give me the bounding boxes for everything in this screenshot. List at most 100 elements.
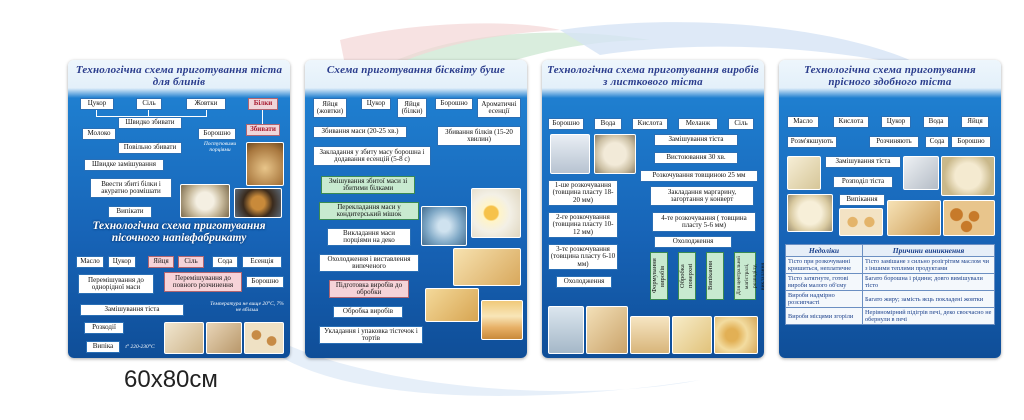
poster-pancake-batter: Технологічна схема приготування тіста дл… (68, 60, 290, 358)
step-fold: Закладання у збиту масу борошна і додава… (313, 146, 431, 166)
photo-squares (672, 316, 712, 354)
step-bake: Випікання (839, 194, 885, 206)
photo-sponge-pieces (425, 288, 479, 322)
poster1-title2: Технологічна схема приготування пісочног… (92, 220, 266, 244)
ingredient-acid: Кислота (632, 118, 668, 130)
photo-mixer-bowl (903, 156, 939, 190)
ingredient2-soda: Сода (212, 256, 238, 268)
ingredient2-eggs: Яйця (148, 256, 174, 268)
ingredient-butter: Масло (787, 116, 819, 128)
step-deposit: Викладання маси порціями на деко (327, 228, 411, 246)
step-rest: Вистоювання 30 хв. (654, 152, 738, 164)
step-forming: Формування виробів (650, 252, 668, 300)
photo-pancakes (246, 142, 284, 186)
table-cell: Вироби місцями згоріли (785, 307, 863, 325)
size-label: 60x80см (124, 366, 218, 393)
poster2-title: Схема приготування бісквіту буше (326, 64, 506, 76)
step-fast-mix: Швидке замішування (84, 159, 164, 171)
step-mix-whites: Змішування збитої маси зі збитими білкам… (321, 176, 415, 194)
step-mix-uniform: Перемішування до однорідної маси (78, 274, 154, 294)
photo-butter (787, 156, 821, 190)
step-roll25: Розкочування товщиною 25 мм (640, 170, 758, 182)
table-row: Тісто при розкочуванні кришиться, неплат… (785, 256, 995, 274)
note-temperature: Температура не вище 20°С, 7% не вбільш (210, 301, 284, 313)
photo-rolling (586, 306, 628, 354)
ingredient-yolks: Яйця (жовтки) (313, 98, 347, 118)
ingredient-whites: Яйця (білки) (397, 98, 427, 118)
table-cell: Тісто при розкочуванні кришиться, неплат… (785, 256, 863, 274)
ingredient-flour: Борошно (548, 118, 584, 130)
photo-dough-rolling (206, 322, 242, 354)
step-cooling2: Охолодження (556, 276, 612, 288)
step-soften: Розм'якшують (787, 136, 837, 148)
photo-shaping (887, 200, 941, 236)
step-pastry-bag: Перекладання маси у кондитерський мішок (319, 202, 419, 220)
step-beat-slow: Повільно збивати (118, 142, 182, 154)
step-roll2: 2-ге розкочування (товщина пласту 10-12 … (548, 212, 618, 238)
photo-dough-ball (787, 194, 833, 232)
table-header-causes: Причини виникнення (862, 244, 995, 257)
photo-sheet (548, 306, 584, 354)
table-row: Вироби надмірно розсипчасті Багато жиру;… (785, 290, 995, 308)
step-mix-dissolve: Перемішування до повного розчинення (164, 272, 242, 292)
defects-table: Недоліки Причини виникнення Тісто при ро… (785, 244, 995, 325)
table-cell: Нерівномірний підігрів печі, деко своєча… (862, 307, 995, 325)
table-cell: Багато борошна і рідини; довго вимішувал… (862, 273, 995, 291)
ingredient-eggs: Яйця (961, 116, 989, 128)
ingredient-sugar: Цукор (881, 116, 911, 128)
step-process: Обробка виробів (333, 306, 403, 318)
ingredient-flour: Борошно (435, 98, 473, 110)
step-roll: Розкодії (84, 322, 124, 334)
ingredient-whites: Білки (248, 98, 278, 110)
ingredient-acid: Кислота (833, 116, 869, 128)
step-beat-whites: Збивання білків (15-20 хвилин) (437, 126, 521, 146)
photo-eggs (471, 188, 521, 238)
photo-pan (234, 188, 282, 218)
table-header-defects: Недоліки (785, 244, 863, 257)
step-roll4: 4-те розкочування ( товщина пласту 5-6 м… (652, 212, 756, 232)
ingredient-essence: Ароматичні есенції (477, 98, 521, 118)
ingredient2-butter: Масло (76, 256, 104, 268)
ingredient2-essence: Есенція (242, 256, 282, 268)
ingredient-milk: Молоко (82, 128, 116, 140)
photo-batter-bowl (180, 184, 230, 218)
ingredient-flour: Борошно (198, 128, 236, 140)
table-row: Тісто затягнуте, готові вироби малого об… (785, 273, 995, 291)
step-divide: Розподіл тіста (833, 176, 893, 188)
ingredient-water: Вода (923, 116, 949, 128)
step-distribute: Для центральної магістралі, розподілу, в… (734, 252, 764, 300)
photo-mixing (453, 248, 521, 286)
step-baking: Випікання (706, 252, 724, 300)
ingredient-melange: Меланж (678, 118, 718, 130)
ingredient-sugar: Цукор (80, 98, 114, 110)
step-roll3: 3-тє розкочування (товщина пласту 6-10 м… (548, 244, 618, 270)
step-pack: Укладання і упаковка тістечок і тортів (319, 326, 423, 344)
table-cell: Тісто затягнуте, готові вироби малого об… (785, 273, 863, 291)
photo-tray (421, 206, 467, 246)
step-roll1: 1-ше розкочування (товщина пласту 18-20 … (548, 180, 618, 206)
step-bake2: Випіка (86, 341, 120, 353)
table-cell: Тісто замішане з сильно розігрітим масло… (862, 256, 995, 274)
step-prepare: Підготовка виробів до обробки (329, 280, 409, 298)
photo-buns (943, 200, 995, 236)
ingredient2-flour: Борошно (246, 276, 284, 288)
photo-dough-ball (594, 134, 636, 174)
photo-puffs (714, 316, 758, 354)
ingredient2-sugar: Цукор (108, 256, 136, 268)
step-whisk-whites: Збивати (246, 124, 280, 136)
step-dough-mix: Замішування тіста (80, 304, 184, 316)
poster-puff-pastry: Технологічна схема приготування виробів … (542, 60, 764, 358)
poster-sponge-bouche: Схема приготування бісквіту буше Яйця (ж… (305, 60, 527, 358)
step-add-whites: Ввести збиті білки і акуратно розмішати (90, 178, 172, 198)
step-surface: Обробка поверхні (678, 252, 696, 300)
photo-buns-tray (839, 208, 883, 236)
poster3-title: Технологічна схема приготування виробів … (547, 64, 759, 88)
step-bake: Випікати (108, 206, 152, 218)
photo-cake (481, 300, 523, 340)
ingredient2-salt: Сіль (178, 256, 204, 268)
photo-dough-cutting (164, 322, 204, 354)
ingredient-flour: Борошно (951, 136, 991, 148)
step-dough-mix: Замішування тіста (825, 156, 901, 168)
photo-dough (941, 156, 995, 196)
ingredient-salt: Сіль (136, 98, 162, 110)
